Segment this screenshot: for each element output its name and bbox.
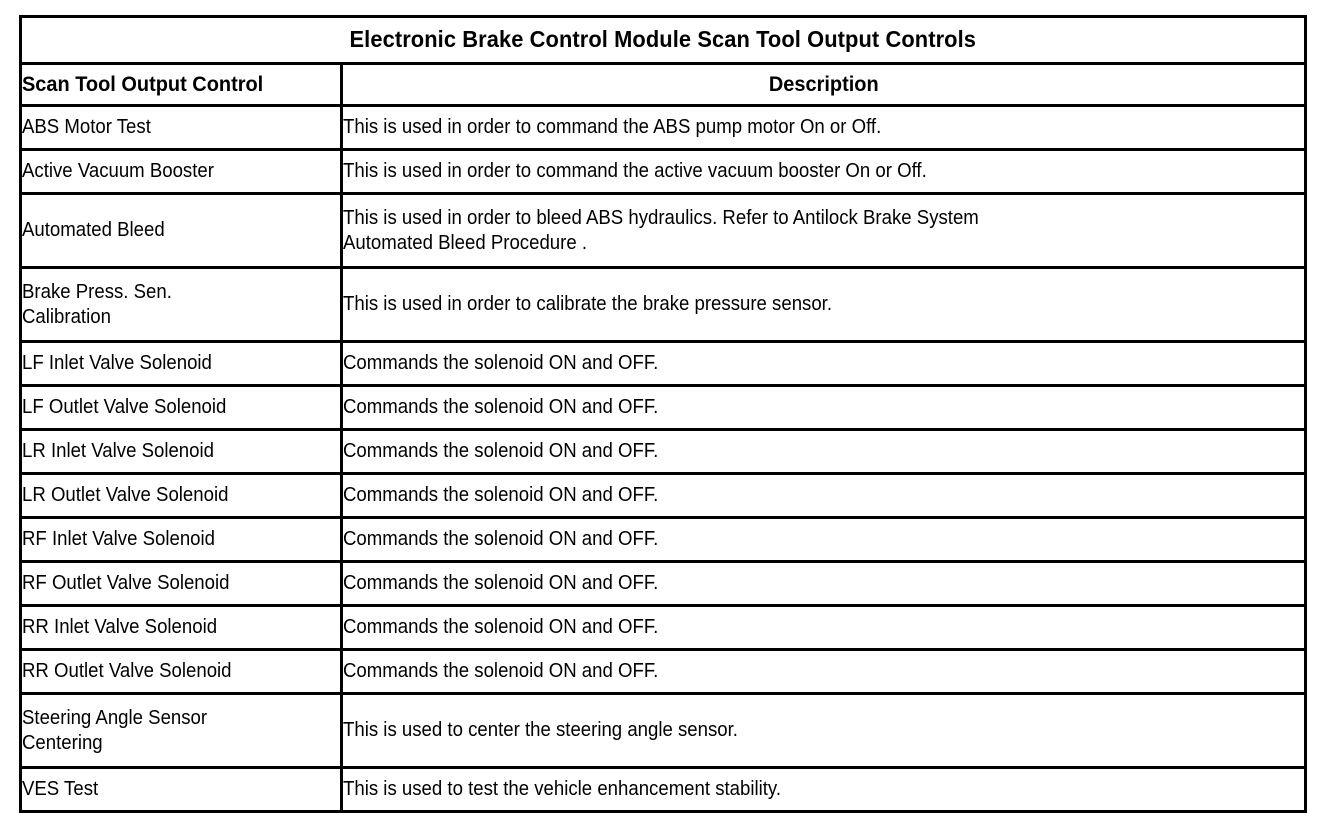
cell-control: Active Vacuum Booster <box>19 148 343 195</box>
table-row: LR Outlet Valve Solenoid Commands the sol… <box>19 472 1307 519</box>
cell-control: RR Outlet Valve Solenoid <box>19 648 343 695</box>
table-row: RR Outlet Valve Solenoid Commands the sol… <box>19 648 1307 695</box>
column-header-control-label: Scan Tool Output Control <box>22 72 264 96</box>
control-name-text: RR Outlet Valve Solenoid <box>22 660 232 683</box>
control-name-text: ABS Motor Test <box>22 116 151 139</box>
table-title: Electronic Brake Control Module Scan Too… <box>349 26 977 53</box>
cell-control: LR Outlet Valve Solenoid <box>19 472 343 519</box>
control-name-text: Steering Angle Sensor Centering <box>22 707 208 754</box>
cell-control: LR Inlet Valve Solenoid <box>19 428 343 475</box>
table-row: ABS Motor Test This is used in order to c… <box>19 104 1307 151</box>
table-row: Automated Bleed This is used in order to … <box>19 192 1307 269</box>
control-name-text: RF Inlet Valve Solenoid <box>22 528 216 551</box>
column-header-description-label: Description <box>768 72 879 96</box>
description-text: Commands the solenoid ON and OFF. <box>343 616 659 639</box>
control-name-text: LR Inlet Valve Solenoid <box>22 440 214 463</box>
control-name-text: Active Vacuum Booster <box>22 160 214 183</box>
description-text: Commands the solenoid ON and OFF. <box>343 352 659 375</box>
column-header-description: Description <box>340 62 1307 107</box>
description-text: Commands the solenoid ON and OFF. <box>343 660 659 683</box>
cell-control: ABS Motor Test <box>19 104 343 151</box>
description-text: Commands the solenoid ON and OFF. <box>343 440 659 463</box>
control-name-text: Automated Bleed <box>22 219 165 242</box>
cell-description: This is used in order to calibrate the b… <box>340 266 1307 343</box>
page-root: Electronic Brake Control Module Scan Too… <box>19 15 1307 813</box>
cell-description: This is used in order to command the act… <box>340 148 1307 195</box>
description-text: This is used to center the steering angl… <box>343 719 738 742</box>
control-name-text: Brake Press. Sen. Calibration <box>22 281 172 328</box>
cell-control: RF Inlet Valve Solenoid <box>19 516 343 563</box>
control-name-text: LF Outlet Valve Solenoid <box>22 396 227 419</box>
cell-control: RR Inlet Valve Solenoid <box>19 604 343 651</box>
cell-description: Commands the solenoid ON and OFF. <box>340 560 1307 607</box>
cell-description: This is used in order to command the ABS… <box>340 104 1307 151</box>
cell-description: Commands the solenoid ON and OFF. <box>340 648 1307 695</box>
table-title-cell: Electronic Brake Control Module Scan Too… <box>19 15 1307 65</box>
control-name-text: LR Outlet Valve Solenoid <box>22 484 229 507</box>
control-name-text: RR Inlet Valve Solenoid <box>22 616 218 639</box>
cell-description: This is used to test the vehicle enhance… <box>340 766 1307 813</box>
description-text: Commands the solenoid ON and OFF. <box>343 572 659 595</box>
table-row: Brake Press. Sen. Calibration This is use… <box>19 266 1307 343</box>
table-row: RR Inlet Valve Solenoid Commands the sole… <box>19 604 1307 651</box>
table-row: LF Inlet Valve Solenoid Commands the sole… <box>19 340 1307 387</box>
table-header-row: Scan Tool Output Control Description <box>19 62 1307 107</box>
cell-control: Steering Angle Sensor Centering <box>19 692 343 769</box>
table-row: RF Outlet Valve Solenoid Commands the sol… <box>19 560 1307 607</box>
cell-control: Automated Bleed <box>19 192 343 269</box>
cell-description: Commands the solenoid ON and OFF. <box>340 472 1307 519</box>
cell-description: This is used in order to bleed ABS hydra… <box>340 192 1307 269</box>
control-name-text: LF Inlet Valve Solenoid <box>22 352 212 375</box>
scan-tool-output-controls-table: Electronic Brake Control Module Scan Too… <box>19 15 1307 813</box>
cell-description: This is used to center the steering angl… <box>340 692 1307 769</box>
description-text: This is used in order to bleed ABS hydra… <box>343 207 979 254</box>
cell-description: Commands the solenoid ON and OFF. <box>340 384 1307 431</box>
control-name-text: VES Test <box>22 778 99 801</box>
table-row: Active Vacuum Booster This is used in ord… <box>19 148 1307 195</box>
cell-description: Commands the solenoid ON and OFF. <box>340 428 1307 475</box>
cell-control: LF Outlet Valve Solenoid <box>19 384 343 431</box>
control-name-text: RF Outlet Valve Solenoid <box>22 572 230 595</box>
table-body: Electronic Brake Control Module Scan Too… <box>19 15 1307 813</box>
spec-table-container: Electronic Brake Control Module Scan Too… <box>19 15 1307 813</box>
cell-control: VES Test <box>19 766 343 813</box>
cell-control: Brake Press. Sen. Calibration <box>19 266 343 343</box>
cell-description: Commands the solenoid ON and OFF. <box>340 340 1307 387</box>
table-row: RF Inlet Valve Solenoid Commands the sole… <box>19 516 1307 563</box>
cell-description: Commands the solenoid ON and OFF. <box>340 604 1307 651</box>
table-row: LR Inlet Valve Solenoid Commands the sole… <box>19 428 1307 475</box>
description-text: Commands the solenoid ON and OFF. <box>343 484 659 507</box>
description-text: This is used in order to command the ABS… <box>343 116 882 139</box>
cell-control: RF Outlet Valve Solenoid <box>19 560 343 607</box>
description-text: This is used in order to calibrate the b… <box>343 293 833 316</box>
table-row: VES Test This is used to test the vehicle… <box>19 766 1307 813</box>
description-text: This is used in order to command the act… <box>343 160 927 183</box>
description-text: Commands the solenoid ON and OFF. <box>343 528 659 551</box>
table-row: Steering Angle Sensor Centering This is u… <box>19 692 1307 769</box>
description-text: This is used to test the vehicle enhance… <box>343 778 782 801</box>
cell-control: LF Inlet Valve Solenoid <box>19 340 343 387</box>
column-header-control: Scan Tool Output Control <box>19 62 343 107</box>
table-title-row: Electronic Brake Control Module Scan Too… <box>19 15 1307 65</box>
cell-description: Commands the solenoid ON and OFF. <box>340 516 1307 563</box>
description-text: Commands the solenoid ON and OFF. <box>343 396 659 419</box>
table-row: LF Outlet Valve Solenoid Commands the sol… <box>19 384 1307 431</box>
